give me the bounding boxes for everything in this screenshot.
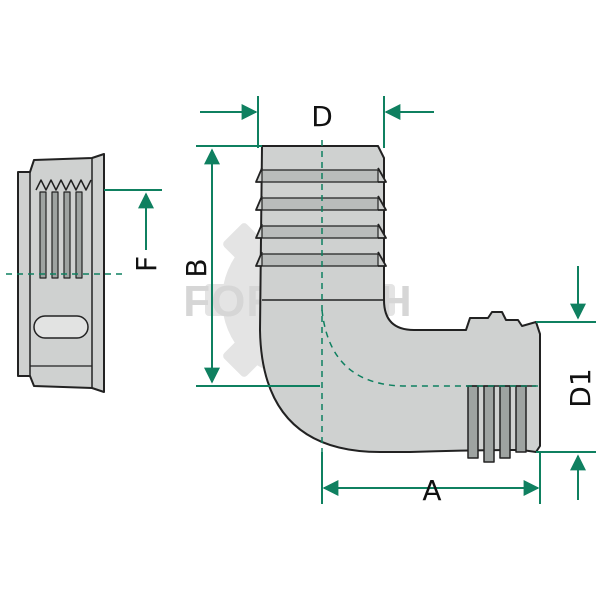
cap-nut (17, 153, 105, 393)
dimension-lines (104, 96, 596, 504)
dimension-label-b: B (180, 258, 213, 277)
dimension-label-d: D (311, 100, 333, 133)
dimension-label-f: F (130, 256, 163, 272)
dimension-label-d1: D1 (564, 368, 597, 407)
dimension-label-a: A (422, 474, 441, 507)
center-lines (6, 140, 540, 500)
